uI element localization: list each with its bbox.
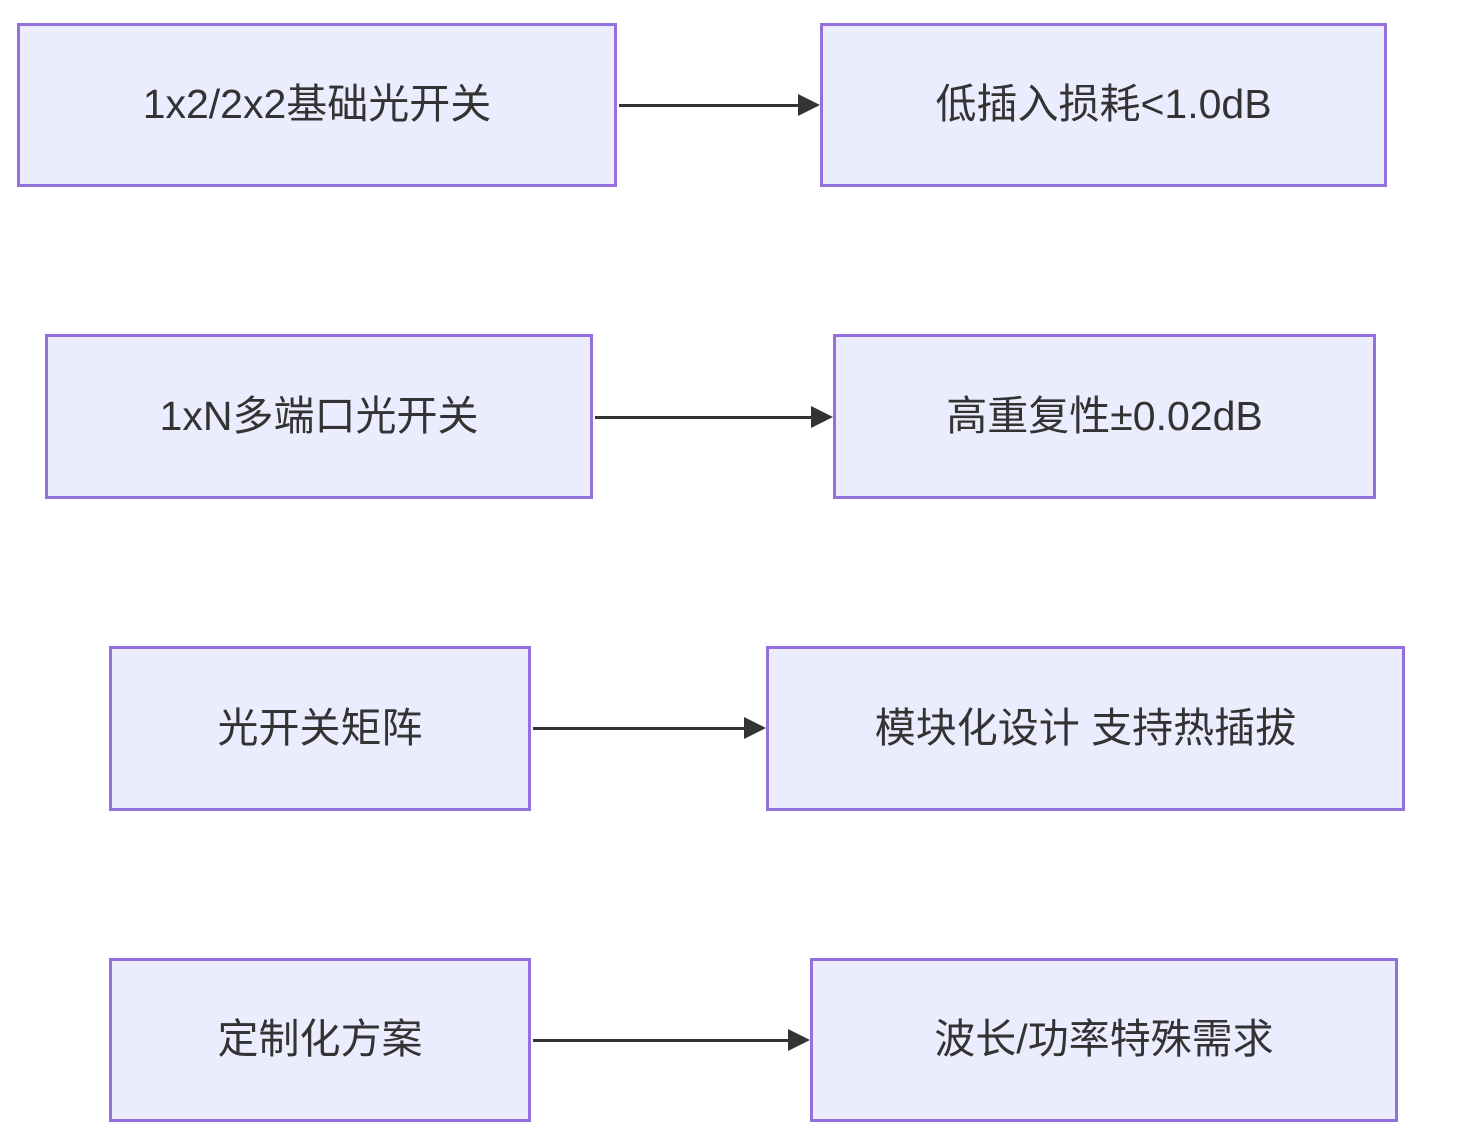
arrow-line [595, 415, 811, 419]
node-switch-matrix: 光开关矩阵 [109, 646, 531, 811]
node-modular-design: 模块化设计 支持热插拔 [766, 646, 1405, 811]
arrow-line [533, 726, 744, 730]
arrow-head-icon [788, 1029, 810, 1051]
arrow-connector-1 [619, 94, 820, 116]
arrow-head-icon [744, 717, 766, 739]
arrow-connector-3 [533, 717, 766, 739]
arrow-head-icon [811, 406, 833, 428]
arrow-head-icon [798, 94, 820, 116]
node-custom-solution: 定制化方案 [109, 958, 531, 1122]
node-basic-switch: 1x2/2x2基础光开关 [17, 23, 617, 187]
arrow-line [533, 1038, 788, 1042]
node-repeatability: 高重复性±0.02dB [833, 334, 1376, 499]
node-insertion-loss: 低插入损耗<1.0dB [820, 23, 1387, 187]
arrow-line [619, 103, 798, 107]
node-special-requirements: 波长/功率特殊需求 [810, 958, 1398, 1122]
node-multiport-switch: 1xN多端口光开关 [45, 334, 593, 499]
arrow-connector-4 [533, 1029, 810, 1051]
arrow-connector-2 [595, 406, 833, 428]
